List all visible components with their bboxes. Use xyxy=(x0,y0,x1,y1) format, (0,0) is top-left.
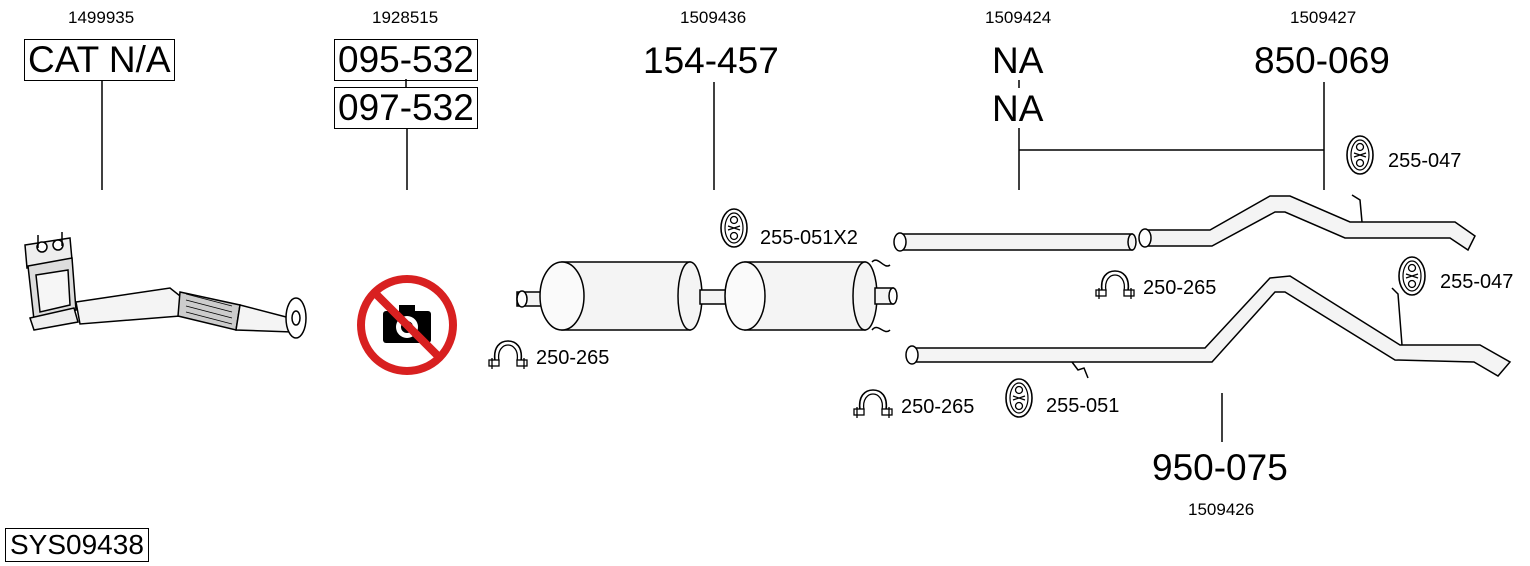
silencer-oem: 1509436 xyxy=(680,8,747,27)
leader-lines xyxy=(101,79,1325,442)
flexpipe-code-2[interactable]: 097-532 xyxy=(334,87,478,129)
silencer-code[interactable]: 154-457 xyxy=(643,40,779,81)
catalyst-code[interactable]: CAT N/A xyxy=(24,39,175,81)
midpipe-part xyxy=(893,232,1137,252)
rubber-hanger-icon xyxy=(1346,135,1374,175)
clamp-icon xyxy=(488,340,528,370)
rubber-hanger-icon xyxy=(1398,256,1426,296)
clamp-icon xyxy=(853,389,893,419)
rearpipe1-oem: 1509427 xyxy=(1290,8,1357,27)
rearpipe1-part xyxy=(1138,194,1476,252)
no-camera-icon xyxy=(357,275,457,375)
catalyst-oem: 1499935 xyxy=(68,8,135,27)
clamp-mid-label[interactable]: 250-265 xyxy=(1143,277,1217,299)
clamp-rear-label[interactable]: 250-265 xyxy=(901,396,975,418)
midpipe-code-2[interactable]: NA xyxy=(992,88,1044,129)
catalyst-part xyxy=(24,232,307,339)
hanger-rear-right-label[interactable]: 255-047 xyxy=(1440,271,1514,293)
silencer-part xyxy=(516,259,898,333)
rubber-hanger-icon xyxy=(1005,378,1033,418)
rearpipe1-code[interactable]: 850-069 xyxy=(1254,40,1390,81)
hanger-silencer-label[interactable]: 255-051X2 xyxy=(760,227,858,249)
clamp-icon xyxy=(1095,270,1135,300)
hanger-rear-low-label[interactable]: 255-051 xyxy=(1046,395,1120,417)
midpipe-code-1[interactable]: NA xyxy=(992,40,1044,81)
rearpipe2-code[interactable]: 950-075 xyxy=(1152,447,1288,488)
system-code: SYS09438 xyxy=(5,528,149,562)
rearpipe2-oem: 1509426 xyxy=(1188,500,1255,519)
hanger-rear-top-label[interactable]: 255-047 xyxy=(1388,150,1462,172)
flexpipe-code-1[interactable]: 095-532 xyxy=(334,39,478,81)
midpipe-oem: 1509424 xyxy=(985,8,1052,27)
rearpipe2-part xyxy=(905,275,1512,379)
clamp-front-label[interactable]: 250-265 xyxy=(536,347,610,369)
rubber-hanger-icon xyxy=(720,208,748,248)
flexpipe-oem: 1928515 xyxy=(372,8,439,27)
